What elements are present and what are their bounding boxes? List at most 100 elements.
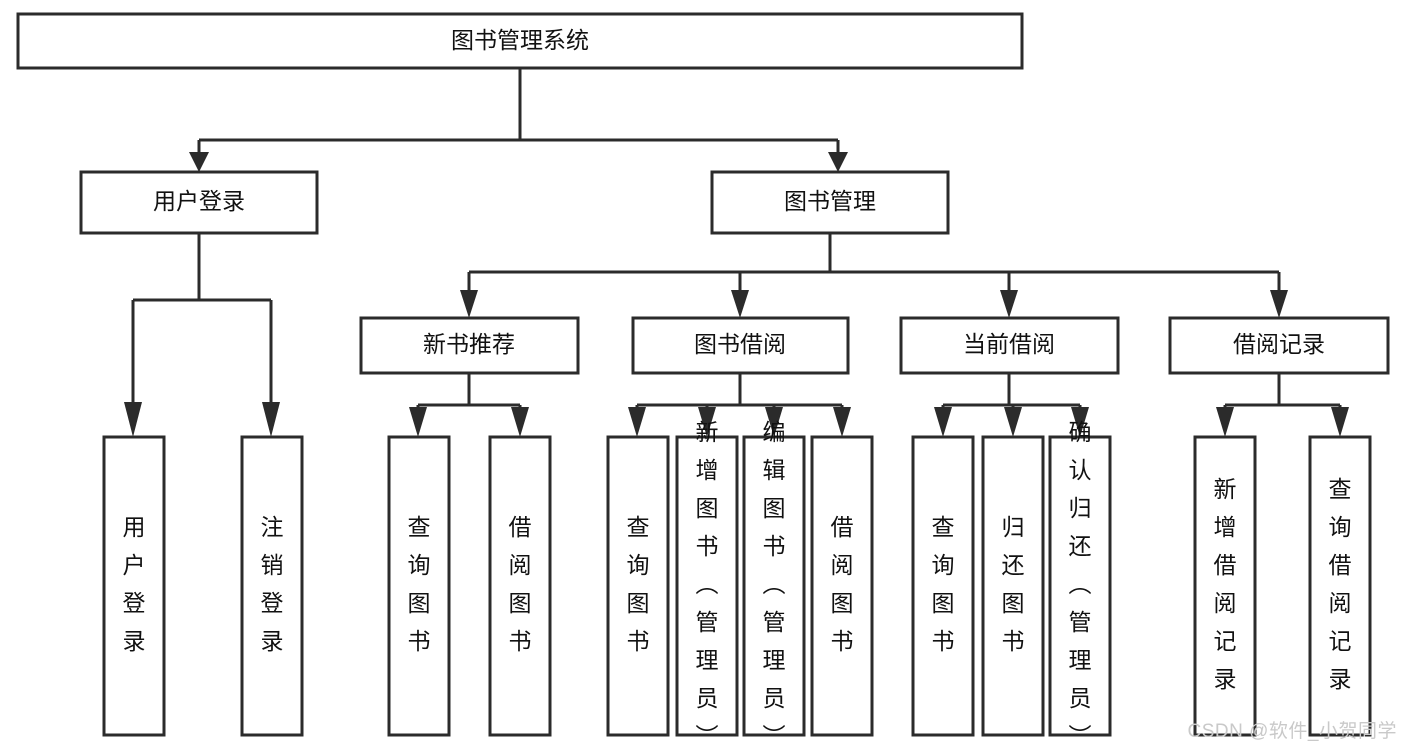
svg-text:录: 录 xyxy=(1214,666,1237,692)
svg-text:登: 登 xyxy=(261,590,284,616)
arrow-head-leaf-user-login-1 xyxy=(262,402,280,437)
svg-text:用: 用 xyxy=(123,514,146,540)
leaf-record-1-box[interactable] xyxy=(1308,435,1372,737)
svg-text:阅: 阅 xyxy=(1329,590,1352,616)
svg-text:录: 录 xyxy=(1329,666,1352,692)
arrow-head-l3-2-leaf-0 xyxy=(934,407,952,437)
leaf-borrow-1-box[interactable] xyxy=(675,435,739,737)
arrow-head-l3-0-leaf-0 xyxy=(409,407,427,437)
svg-text:图: 图 xyxy=(627,590,650,616)
svg-text:查: 查 xyxy=(408,514,431,540)
node-user-login[interactable]: 用户登录 xyxy=(79,170,319,235)
leaf-recommend-0-box[interactable] xyxy=(387,435,451,737)
node-root-box[interactable] xyxy=(16,12,1024,70)
svg-text:管: 管 xyxy=(763,609,786,635)
svg-text:新: 新 xyxy=(696,419,719,445)
leaf-borrow-2-box[interactable] xyxy=(742,435,806,737)
svg-text:图: 图 xyxy=(763,495,786,521)
arrow-head-l3-2-leaf-1 xyxy=(1004,407,1022,437)
node-borrow-record-box[interactable] xyxy=(1168,316,1390,375)
svg-text:登: 登 xyxy=(123,590,146,616)
leaf-user-login-0-box[interactable] xyxy=(102,435,166,737)
svg-text:管: 管 xyxy=(696,609,719,635)
svg-text:︵: ︵ xyxy=(1069,571,1092,597)
node-current-borrow-box[interactable] xyxy=(899,316,1120,375)
node-book-borrow-box[interactable] xyxy=(631,316,850,375)
node-borrow-record[interactable]: 借阅记录 xyxy=(1168,316,1390,375)
node-root-label: 图书管理系统 xyxy=(451,27,589,53)
leaf-borrow-0-box[interactable] xyxy=(606,435,670,737)
svg-text:阅: 阅 xyxy=(831,552,854,578)
leaf-user-login-1-box[interactable] xyxy=(240,435,304,737)
node-user-login-label: 用户登录 xyxy=(153,188,245,214)
leaf-user-login-0-label: 用户登录 xyxy=(123,514,146,654)
arrow-head-l3-1 xyxy=(731,290,749,318)
node-root[interactable]: 图书管理系统 xyxy=(16,12,1024,70)
leaf-borrow-3-box[interactable] xyxy=(810,435,874,737)
svg-text:图: 图 xyxy=(831,590,854,616)
svg-text:确: 确 xyxy=(1069,419,1092,445)
svg-text:︶: ︶ xyxy=(1069,723,1092,747)
node-new-book-recommend[interactable]: 新书推荐 xyxy=(359,316,580,375)
svg-text:归: 归 xyxy=(1069,495,1092,521)
svg-text:图: 图 xyxy=(509,590,532,616)
leaf-node[interactable]: 用户登录 xyxy=(102,435,166,737)
arrow-head-l3-2-leaf-2 xyxy=(1071,407,1089,437)
svg-text:理: 理 xyxy=(763,647,786,673)
svg-text:管: 管 xyxy=(1069,609,1092,635)
node-current-borrow[interactable]: 当前借阅 xyxy=(899,316,1120,375)
node-user-login-box[interactable] xyxy=(79,170,319,235)
leaf-record-0-box[interactable] xyxy=(1193,435,1257,737)
arrow-head-l3-1-leaf-0 xyxy=(628,407,646,437)
svg-text:书: 书 xyxy=(763,533,786,559)
leaf-recommend-1-box[interactable] xyxy=(488,435,552,737)
svg-text:编: 编 xyxy=(763,419,786,445)
svg-text:录: 录 xyxy=(123,628,146,654)
svg-text:询: 询 xyxy=(932,552,955,578)
svg-text:图: 图 xyxy=(696,495,719,521)
arrow-head-user-login xyxy=(189,152,209,172)
svg-text:图: 图 xyxy=(1002,590,1025,616)
svg-text:查: 查 xyxy=(1329,476,1352,502)
arrow-head-l3-2 xyxy=(1000,290,1018,318)
svg-text:书: 书 xyxy=(932,628,955,654)
svg-text:︶: ︶ xyxy=(696,723,719,747)
arrow-head-l3-3 xyxy=(1270,290,1288,318)
svg-text:询: 询 xyxy=(627,552,650,578)
svg-text:书: 书 xyxy=(509,628,532,654)
svg-text:归: 归 xyxy=(1002,514,1025,540)
node-new-book-recommend-box[interactable] xyxy=(359,316,580,375)
svg-text:借: 借 xyxy=(1329,552,1352,578)
leaf-current-2-box[interactable] xyxy=(1048,435,1112,737)
svg-text:图: 图 xyxy=(932,590,955,616)
leaf-current-1-box[interactable] xyxy=(981,435,1045,737)
svg-text:理: 理 xyxy=(1069,647,1092,673)
leaf-current-0-box[interactable] xyxy=(911,435,975,737)
node-borrow-record-label: 借阅记录 xyxy=(1233,331,1325,357)
arrow-head-l3-3-leaf-1 xyxy=(1331,407,1349,437)
arrow-head-l3-1-leaf-1 xyxy=(698,407,716,437)
svg-text:借: 借 xyxy=(509,514,532,540)
svg-text:书: 书 xyxy=(408,628,431,654)
svg-text:销: 销 xyxy=(261,552,284,578)
node-book-manage-box[interactable] xyxy=(710,170,950,235)
node-book-manage[interactable]: 图书管理 xyxy=(710,170,950,235)
svg-text:记: 记 xyxy=(1214,628,1237,654)
node-book-borrow[interactable]: 图书借阅 xyxy=(631,316,850,375)
